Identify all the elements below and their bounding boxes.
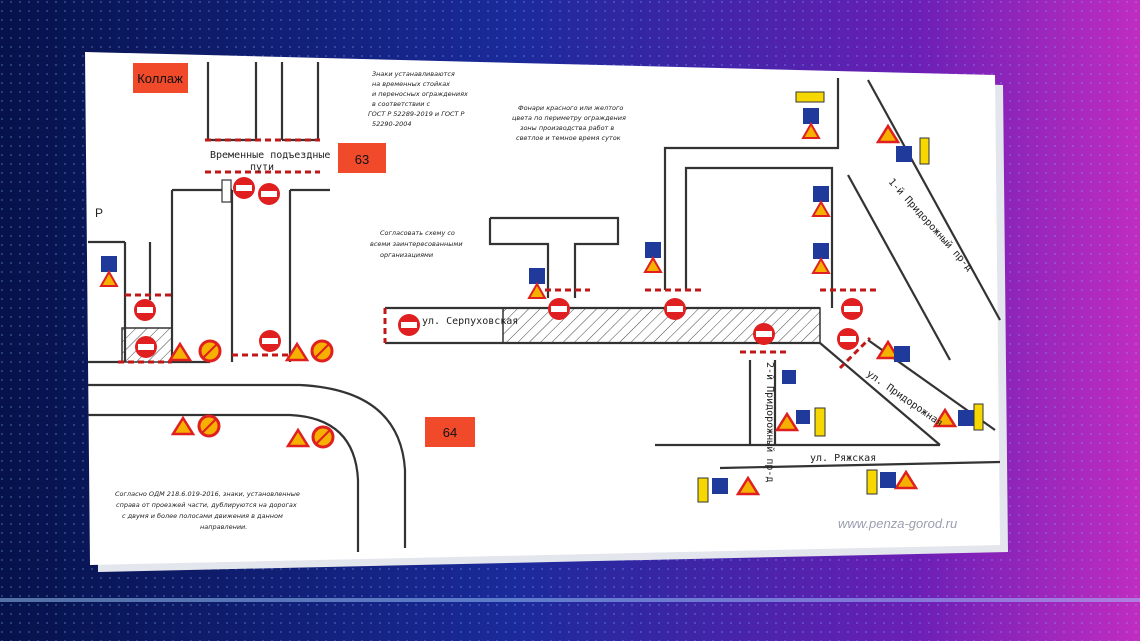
- detour-sign-icon: [958, 403, 984, 431]
- svg-text:ГОСТ Р 52289-2019 и ГОСТ Р: ГОСТ Р 52289-2019 и ГОСТ Р: [368, 110, 465, 118]
- roadwork-triangle-icon: [285, 427, 311, 448]
- temp-access-line2: пути: [250, 162, 274, 173]
- barriers: [118, 138, 880, 370]
- svg-text:справа от проезжей части, дубл: справа от проезжей части, дублируются на…: [116, 501, 297, 509]
- agree-note: Согласовать схему со всеми заинтересован…: [370, 229, 463, 259]
- roadwork-triangle-icon: [170, 415, 196, 436]
- roadwork-triangle-icon: [735, 475, 761, 496]
- detour-sign-icon: [221, 179, 232, 203]
- svg-text:цвета по периметру ограждения: цвета по периметру ограждения: [512, 114, 626, 122]
- no-turn-icon: [310, 339, 334, 363]
- lights-note: Фонари красного или желтого цвета по пер…: [512, 104, 626, 142]
- roadwork-triangle-icon: [774, 411, 800, 432]
- svg-text:с двумя и более полосами движе: с двумя и более полосами движения в данн…: [122, 512, 283, 520]
- lot-63-label: 63: [355, 152, 369, 167]
- roadwork-triangle-icon: [893, 469, 919, 490]
- street-pr2: 2-й Придорожный пр-д: [764, 362, 776, 482]
- detour-sign-icon: [99, 256, 119, 287]
- detour-signs: [99, 91, 984, 503]
- svg-text:в соответствии с: в соответствии с: [372, 100, 431, 108]
- roadwork-triangle-icon: [932, 407, 958, 428]
- no-entry-icon: [837, 328, 859, 350]
- detour-sign-icon: [866, 469, 896, 495]
- svg-text:и переносных ограждениях: и переносных ограждениях: [372, 90, 468, 98]
- no-entry-signs: [134, 177, 863, 358]
- lot-64-box: [425, 417, 475, 447]
- svg-text:Знаки устанавливаются: Знаки устанавливаются: [372, 70, 455, 78]
- lot-63-box: [338, 143, 386, 173]
- stamp-box: [133, 63, 188, 93]
- svg-text:52290-2004: 52290-2004: [372, 120, 412, 128]
- svg-text:светлое и темное время суток: светлое и темное время суток: [516, 134, 621, 142]
- roadwork-triangle-icon: [167, 341, 193, 362]
- detour-sign-icon: [894, 346, 910, 362]
- warning-signs: [167, 123, 958, 496]
- no-entry-icon: [398, 314, 420, 336]
- detour-sign-icon: [643, 242, 663, 273]
- svg-text:Фонари красного или желтого: Фонари красного или желтого: [518, 104, 623, 112]
- detour-sign-icon: [697, 477, 728, 503]
- svg-text:всеми заинтересованными: всеми заинтересованными: [370, 240, 463, 248]
- no-entry-icon: [548, 298, 570, 320]
- detour-sign-icon: [801, 108, 821, 139]
- detour-sign-icon: [527, 268, 547, 299]
- no-entry-icon: [258, 183, 280, 205]
- street-ryazhskaya: ул. Ряжская: [810, 453, 876, 464]
- no-entry-icon: [233, 177, 255, 199]
- roadwork-triangle-icon: [875, 123, 901, 144]
- signs-note: Знаки устанавливаются на временных стойк…: [368, 70, 468, 128]
- detour-sign-icon: [795, 91, 825, 103]
- no-entry-icon: [134, 299, 156, 321]
- street-serpukhovskaya: ул. Серпуховская: [422, 316, 518, 327]
- no-entry-icon: [753, 323, 775, 345]
- detour-sign-icon: [896, 137, 930, 165]
- svg-text:организациями: организациями: [380, 251, 433, 259]
- svg-text:зоны производства работ в: зоны производства работ в: [520, 124, 614, 132]
- no-turn-icon: [197, 414, 221, 438]
- no-turn-icon: [198, 339, 222, 363]
- stamp-label: Коллаж: [137, 71, 183, 86]
- no-entry-icon: [664, 298, 686, 320]
- detour-sign-icon: [811, 186, 831, 217]
- svg-text:Согласовать схему со: Согласовать схему со: [380, 229, 455, 237]
- svg-text:на временных стойках: на временных стойках: [372, 80, 450, 88]
- roadwork-triangle-icon: [284, 341, 310, 362]
- svg-text:направлении.: направлении.: [200, 523, 247, 531]
- no-entry-icon: [841, 298, 863, 320]
- left-letter: P: [95, 206, 103, 220]
- no-entry-icon: [259, 330, 281, 352]
- no-turn-icon: [311, 425, 335, 449]
- roadwork-triangle-icon: [875, 339, 901, 360]
- watermark: www.penza-gorod.ru: [838, 516, 957, 531]
- detour-sign-icon: [782, 370, 826, 437]
- road-lines: [88, 62, 1001, 552]
- no-entry-icon: [135, 336, 157, 358]
- detour-sign-icon: [811, 243, 831, 274]
- temp-access-line1: Временные подъездные: [210, 150, 330, 161]
- svg-text:Согласно ОДМ 218.6.019-2016, з: Согласно ОДМ 218.6.019-2016, знаки, уста…: [115, 490, 300, 498]
- odm-note: Согласно ОДМ 218.6.019-2016, знаки, уста…: [115, 490, 300, 531]
- lot-64-label: 64: [443, 425, 457, 440]
